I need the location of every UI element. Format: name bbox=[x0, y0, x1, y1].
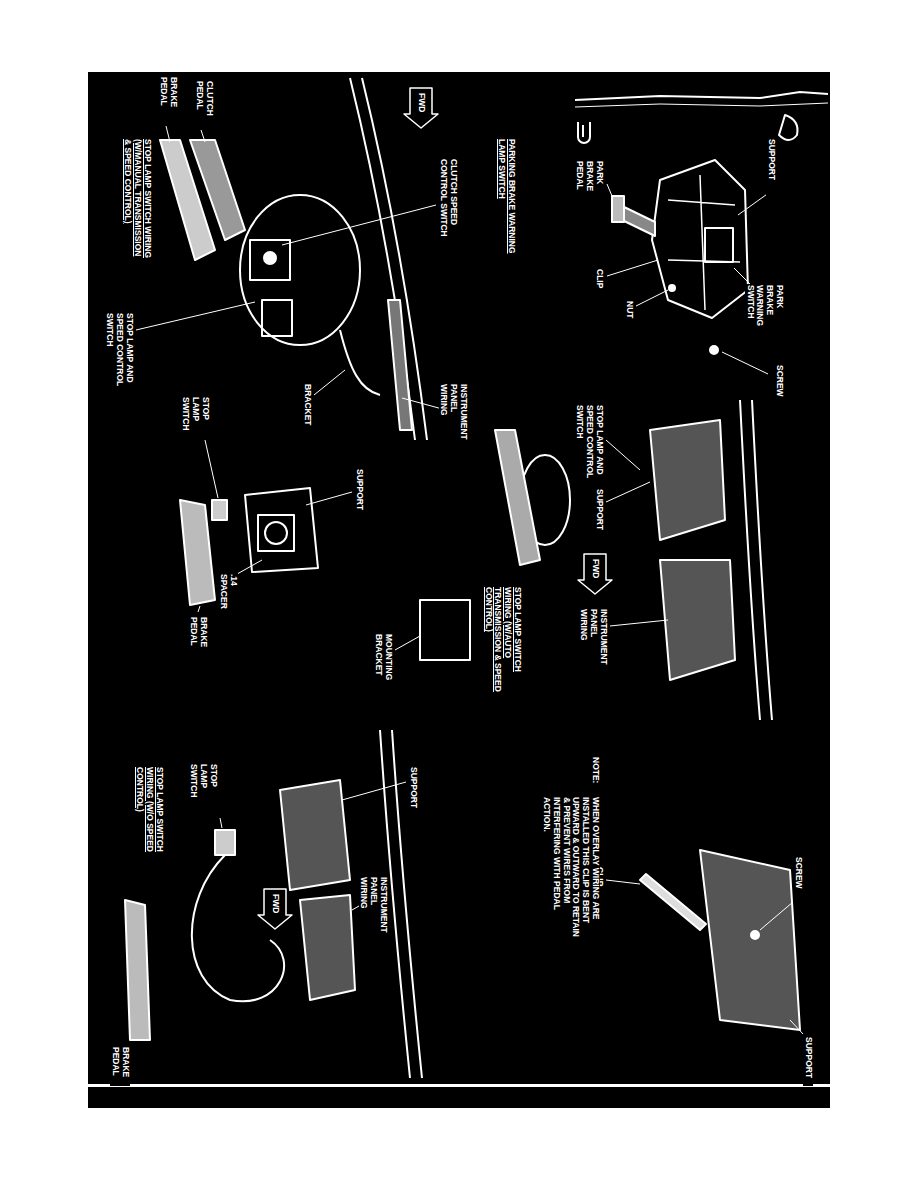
hole bbox=[779, 115, 798, 140]
line-art bbox=[125, 78, 828, 1078]
part-label: STOP LAMP AND SPEED CONTROL SWITCH bbox=[575, 404, 604, 480]
leader-line bbox=[395, 440, 668, 650]
screw bbox=[710, 346, 718, 354]
brake-pedal bbox=[495, 430, 540, 565]
switch-block bbox=[262, 300, 292, 336]
part-label: SUPPORT bbox=[766, 138, 776, 198]
support-plate bbox=[300, 895, 355, 1000]
mounting-bracket bbox=[420, 600, 470, 660]
pedal-pad bbox=[612, 196, 624, 222]
part-label: STOP LAMP SWITCH bbox=[181, 396, 210, 436]
part-label: BRAKE PEDAL bbox=[110, 1046, 130, 1086]
part-label: WHEN OVERLAY WIRING ARE INSTALLED THIS C… bbox=[541, 796, 600, 946]
part-label: BRAKE PEDAL bbox=[188, 616, 208, 656]
switch-block bbox=[250, 240, 290, 280]
leader-line bbox=[606, 880, 803, 1034]
stop-lamp-switch bbox=[212, 500, 227, 520]
part-label: INSTRUMENT PANEL WIRING bbox=[439, 383, 468, 445]
black-ground bbox=[88, 72, 830, 1108]
warning-switch bbox=[705, 228, 733, 262]
support-plate bbox=[650, 420, 725, 540]
part-label: NUT bbox=[624, 300, 634, 330]
screw bbox=[751, 931, 759, 939]
part-label: SCREW bbox=[793, 856, 803, 896]
nut bbox=[669, 285, 675, 291]
part-label: BRACKET bbox=[302, 383, 312, 433]
wiring-loop bbox=[192, 855, 284, 1001]
support-plate bbox=[660, 560, 735, 680]
part-label: CLIP bbox=[594, 268, 604, 302]
panel-edge bbox=[740, 400, 760, 720]
windshield-edge bbox=[575, 92, 828, 100]
part-label: BRAKE PEDAL bbox=[158, 76, 178, 122]
windshield-edge bbox=[575, 103, 828, 107]
switch-plunger bbox=[265, 522, 287, 544]
brake-pedal bbox=[180, 500, 215, 605]
pedal-arm bbox=[620, 205, 655, 236]
assembly-edge bbox=[668, 175, 740, 310]
wire bbox=[340, 330, 380, 395]
part-label: INSTRUMENT PANEL WIRING bbox=[579, 608, 608, 667]
figure-title: STOP LAMP SWITCH WIRING (W/MANUAL TRANSM… bbox=[123, 138, 152, 263]
support-plate bbox=[245, 488, 318, 572]
support-plate bbox=[280, 780, 350, 890]
figure-title: STOP LAMP SWITCH WIRING (W/O SPEED CONTR… bbox=[135, 766, 164, 881]
part-label: INSTRUMENT PANEL WIRING bbox=[359, 876, 388, 940]
part-label: SCREW bbox=[774, 364, 784, 404]
leader-line bbox=[136, 126, 446, 410]
part-label: STOP LAMP SWITCH bbox=[189, 763, 218, 813]
panel-edge bbox=[752, 400, 772, 720]
brake-assembly bbox=[652, 160, 748, 318]
brake-pedal bbox=[160, 140, 215, 260]
part-label: .14 SPACER bbox=[218, 573, 238, 623]
panel-edge bbox=[362, 78, 427, 440]
part-label: SUPPORT bbox=[408, 766, 418, 816]
stop-lamp-switch bbox=[215, 830, 235, 855]
fwd-arrow bbox=[258, 889, 292, 929]
panel-wiring bbox=[388, 300, 412, 430]
part-label: SUPPORT bbox=[594, 488, 604, 538]
leader-line bbox=[607, 184, 770, 374]
part-label: FWD bbox=[590, 558, 600, 588]
brake-pedal bbox=[125, 900, 150, 1040]
part-label: STOP LAMP AND SPEED CONTROL SWITCH bbox=[105, 312, 134, 390]
fwd-arrow bbox=[404, 88, 438, 128]
figure-title: STOP LAMP SWITCH WIRING (W/AUTO TRANSMIS… bbox=[483, 586, 522, 696]
part-label: SUPPORT bbox=[354, 468, 364, 518]
u-clip bbox=[578, 122, 590, 143]
part-label: SUPPORT bbox=[803, 1036, 813, 1086]
part-label: FWD bbox=[416, 92, 426, 122]
part-label: PARK BRAKE WARNING SWITCH bbox=[745, 284, 784, 342]
part-label: NOTE: bbox=[590, 756, 600, 790]
clip bbox=[640, 874, 706, 930]
part-label: PARK BRAKE PEDAL bbox=[575, 160, 604, 196]
support-plate bbox=[700, 850, 800, 1030]
switch bbox=[264, 252, 276, 264]
panel-edge bbox=[392, 730, 422, 1078]
fwd-arrow bbox=[578, 554, 612, 594]
part-label: CLUTCH PEDAL bbox=[194, 80, 214, 126]
figure-title: PARKING BRAKE WARNING LAMP SWITCH bbox=[496, 138, 516, 258]
part-label: MOUNTING BRACKET bbox=[373, 633, 393, 691]
switch-housing bbox=[258, 515, 294, 551]
wiring-loop bbox=[240, 195, 360, 345]
bottom-rule bbox=[88, 1084, 830, 1087]
part-label: CLUTCH SPEED CONTROL SWITCH bbox=[438, 158, 458, 258]
part-label: FWD bbox=[270, 893, 280, 923]
